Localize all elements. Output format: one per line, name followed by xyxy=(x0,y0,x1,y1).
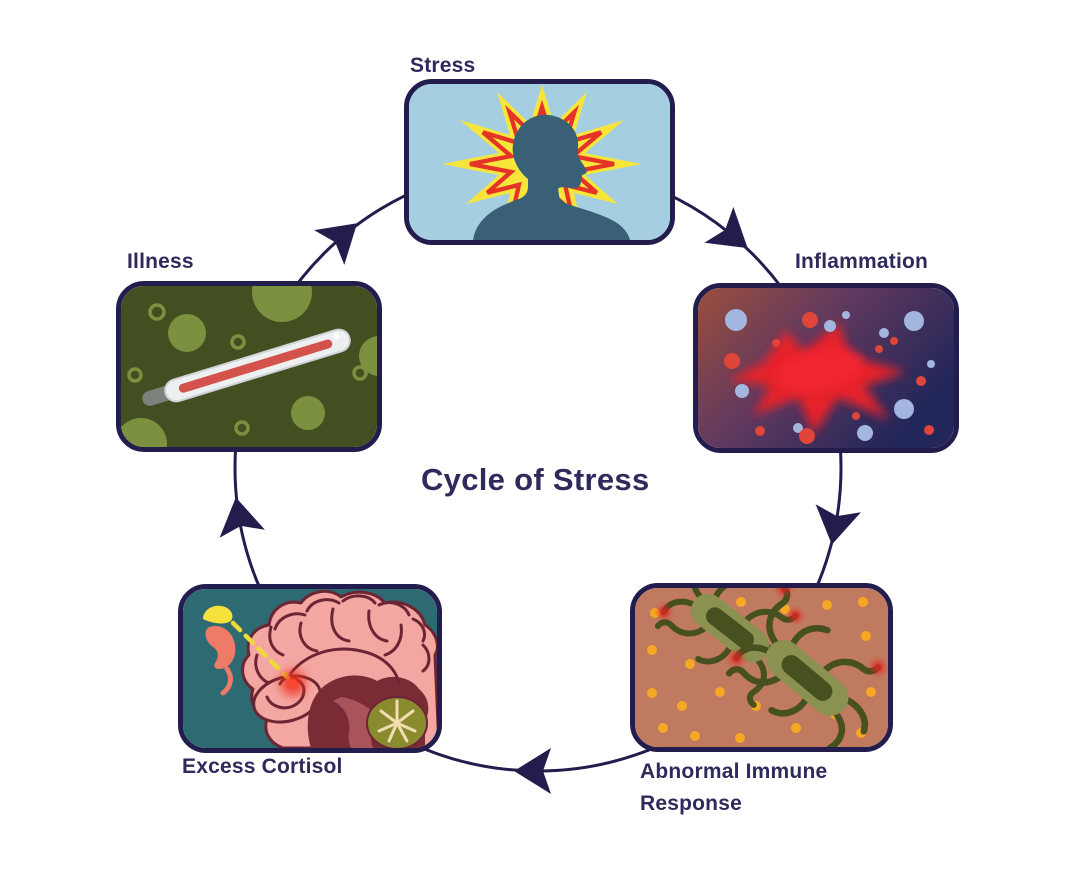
arrow-inflammation-to-abnormal xyxy=(815,504,861,545)
node-stress-label: Stress xyxy=(410,54,476,77)
head-stress-burst-icon xyxy=(409,84,670,240)
node-inflammation-label: Inflammation xyxy=(795,250,929,273)
node-stress xyxy=(404,79,675,245)
arrow-cortisol-to-illness xyxy=(219,497,265,538)
node-illness xyxy=(116,281,382,452)
node-excess-cortisol-label: Excess Cortisol xyxy=(182,755,343,778)
node-abnormal-immune-response xyxy=(630,583,893,752)
node-excess-cortisol xyxy=(178,584,442,753)
diagram-title: Cycle of Stress xyxy=(421,462,650,497)
arrow-illness-to-stress xyxy=(314,223,358,265)
node-inflammation xyxy=(693,283,959,453)
inflammation-splat-icon xyxy=(698,288,954,448)
node-illness-label: Illness xyxy=(127,250,194,273)
arrow-abnormal-to-cortisol xyxy=(514,748,551,794)
brain-cortisol-icon xyxy=(183,589,437,748)
node-abnormal-immune-response-label: Abnormal Immune Response xyxy=(640,760,828,815)
bacteria-icon xyxy=(635,588,888,747)
thermometer-icon xyxy=(121,286,377,447)
arrow-stress-to-inflammation xyxy=(704,206,748,249)
